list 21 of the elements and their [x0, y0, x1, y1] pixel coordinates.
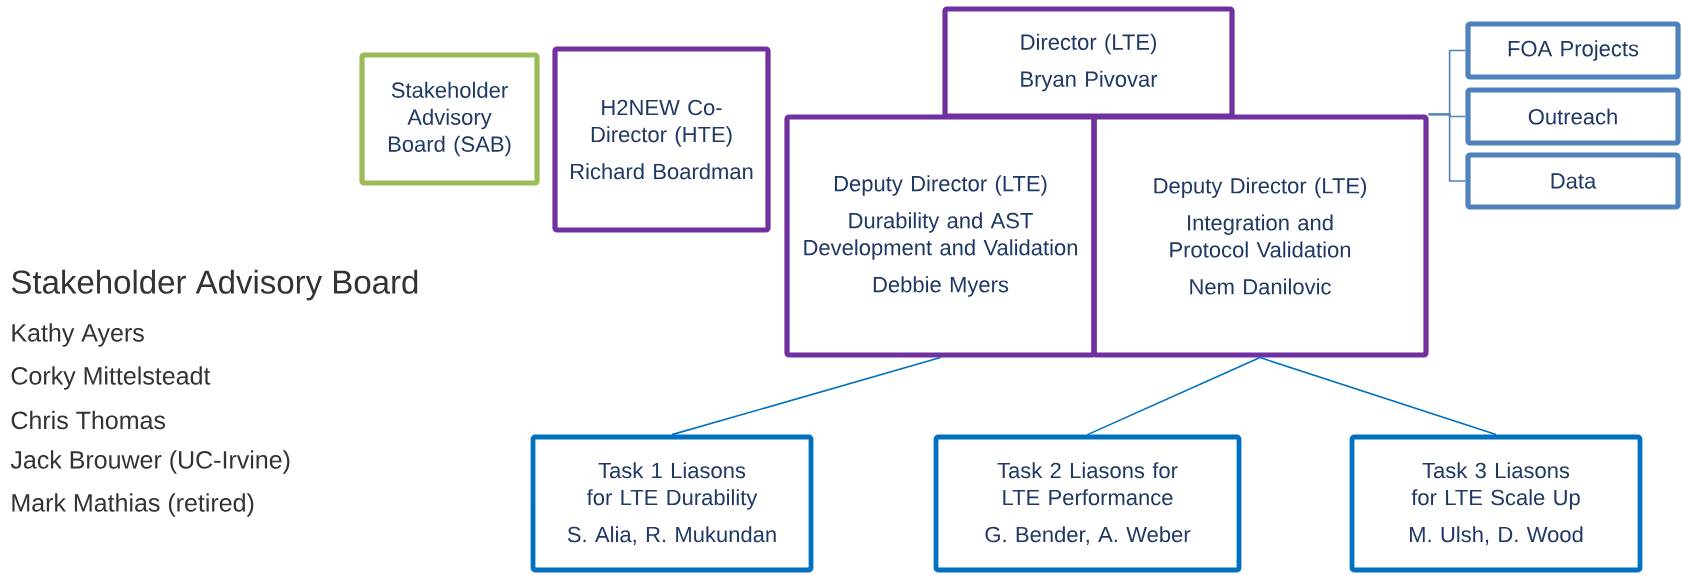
- function-box: FOA Projects: [1465, 21, 1681, 80]
- member-name: Chris Thomas: [11, 410, 166, 430]
- member-name: Mark Mathias (retired): [12, 493, 254, 517]
- member-name: Corky Mittelsteadt: [11, 366, 211, 390]
- function-box: Outreach: [1465, 87, 1681, 146]
- director-box: Deputy Director (LTE) Durability and AST Development and Validation Debbie Myers: [784, 114, 1097, 358]
- connector-line: [1427, 113, 1467, 182]
- task-box: Task 1 Liasons for LTE Durability S. Alia, R. Mukundan: [530, 434, 814, 573]
- director-box: H2NEW Co-Director (HTE) Richard Boardman: [552, 46, 771, 233]
- connector-line: [1259, 356, 1497, 436]
- task-box: Task 3 Liasons for LTE Scale Up M. Ulsh, D. Wood: [1349, 434, 1643, 573]
- connector-line: [671, 356, 942, 436]
- panel-heading: Stakeholder Advisory Board: [11, 269, 418, 301]
- member-name: Kathy Ayers: [12, 323, 144, 347]
- director-box: Deputy Director (LTE) Integration and Protocol Validation Nem Danilovic: [1091, 114, 1429, 358]
- member-name: Jack Brouwer (UC-Irvine): [10, 450, 290, 474]
- connector-line: [1086, 356, 1261, 436]
- board-box: Stakeholder Advisory Board (SAB): [359, 52, 540, 186]
- director-box: Director (LTE) Bryan Pivovar: [942, 6, 1235, 119]
- task-box: Task 2 Liasons for LTE Performance G. Bender, A. Weber: [933, 434, 1242, 573]
- function-box: Data: [1465, 152, 1681, 210]
